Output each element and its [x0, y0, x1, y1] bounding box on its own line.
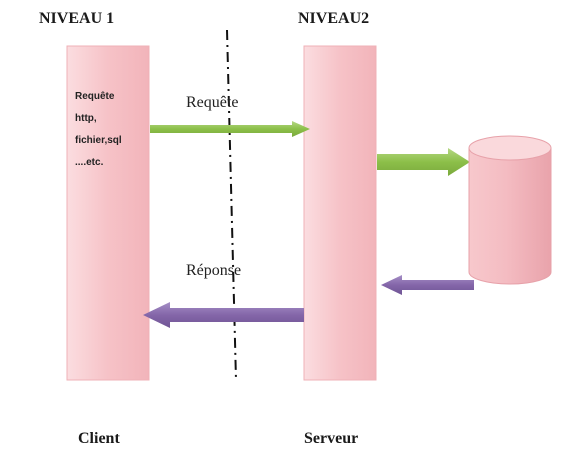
client-box-line: ....etc. — [75, 157, 104, 168]
response-label: Réponse — [186, 262, 242, 279]
response-arrow — [143, 302, 304, 328]
level-2-heading: NIVEAU2 — [298, 10, 370, 27]
database-to-server-arrow — [381, 275, 474, 295]
server-box — [303, 45, 377, 381]
database-icon — [468, 135, 552, 285]
request-arrow — [150, 121, 310, 137]
client-box-text: Requête http, fichier,sql ....etc. — [75, 86, 122, 174]
client-box-line: Requête — [75, 91, 115, 102]
level-1-heading: NIVEAU 1 — [39, 10, 115, 27]
client-box-line: fichier,sql — [75, 135, 122, 146]
client-box — [66, 45, 150, 381]
client-label: Client — [78, 430, 120, 447]
tier-separator — [226, 29, 237, 381]
request-label: Requête — [186, 94, 239, 111]
client-box-line: http, — [75, 113, 97, 124]
server-label: Serveur — [304, 430, 359, 447]
server-to-database-arrow — [377, 148, 470, 176]
